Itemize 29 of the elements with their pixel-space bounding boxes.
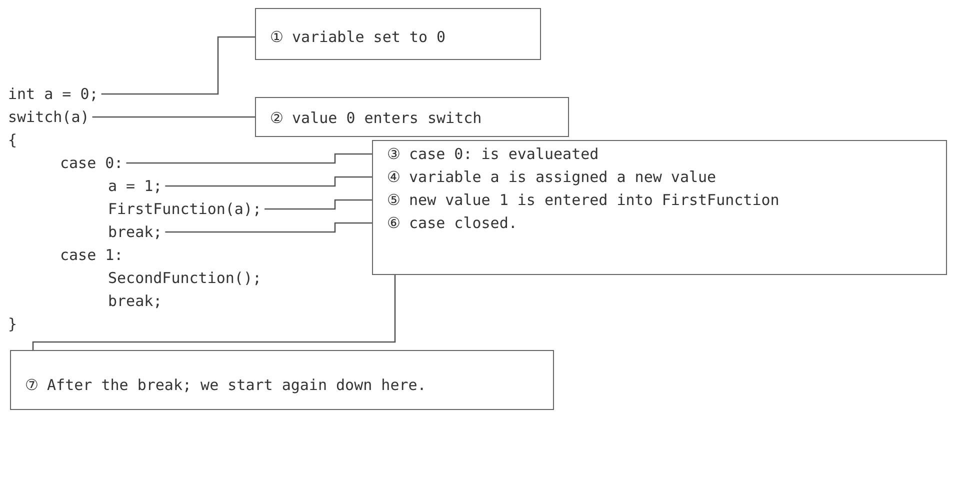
code-line: FirstFunction(a);	[108, 199, 262, 219]
code-line: case 1:	[60, 245, 124, 265]
leader-line	[32, 275, 396, 350]
callout-text: ① variable set to 0	[270, 27, 446, 47]
leader-line	[126, 153, 372, 164]
leader-line	[101, 36, 255, 95]
callout-box	[255, 8, 541, 60]
code-line: break;	[108, 291, 162, 311]
callout-text: ⑦ After the break; we start again down here.	[25, 375, 426, 395]
code-line: switch(a)	[8, 107, 90, 127]
leader-line	[165, 222, 372, 233]
code-line: break;	[108, 222, 162, 242]
callout-text: ⑥ case closed.	[387, 213, 518, 233]
callout-box	[10, 350, 554, 410]
code-line: a = 1;	[108, 176, 162, 196]
callout-box	[372, 140, 947, 275]
code-line: }	[8, 314, 18, 334]
leader-line	[92, 116, 255, 118]
callout-text: ⑤ new value 1 is entered into FirstFunction	[387, 190, 780, 210]
code-line: SecondFunction();	[108, 268, 262, 288]
leader-line	[165, 176, 372, 187]
code-line: {	[8, 130, 18, 150]
callout-box	[255, 97, 569, 137]
callout-text: ② value 0 enters switch	[270, 108, 482, 128]
callout-text: ④ variable a is assigned a new value	[387, 167, 716, 187]
code-line: case 0:	[60, 153, 124, 173]
code-line: int a = 0;	[8, 84, 98, 104]
leader-line	[264, 199, 372, 210]
callout-text: ③ case 0: is evalueated	[387, 144, 599, 164]
